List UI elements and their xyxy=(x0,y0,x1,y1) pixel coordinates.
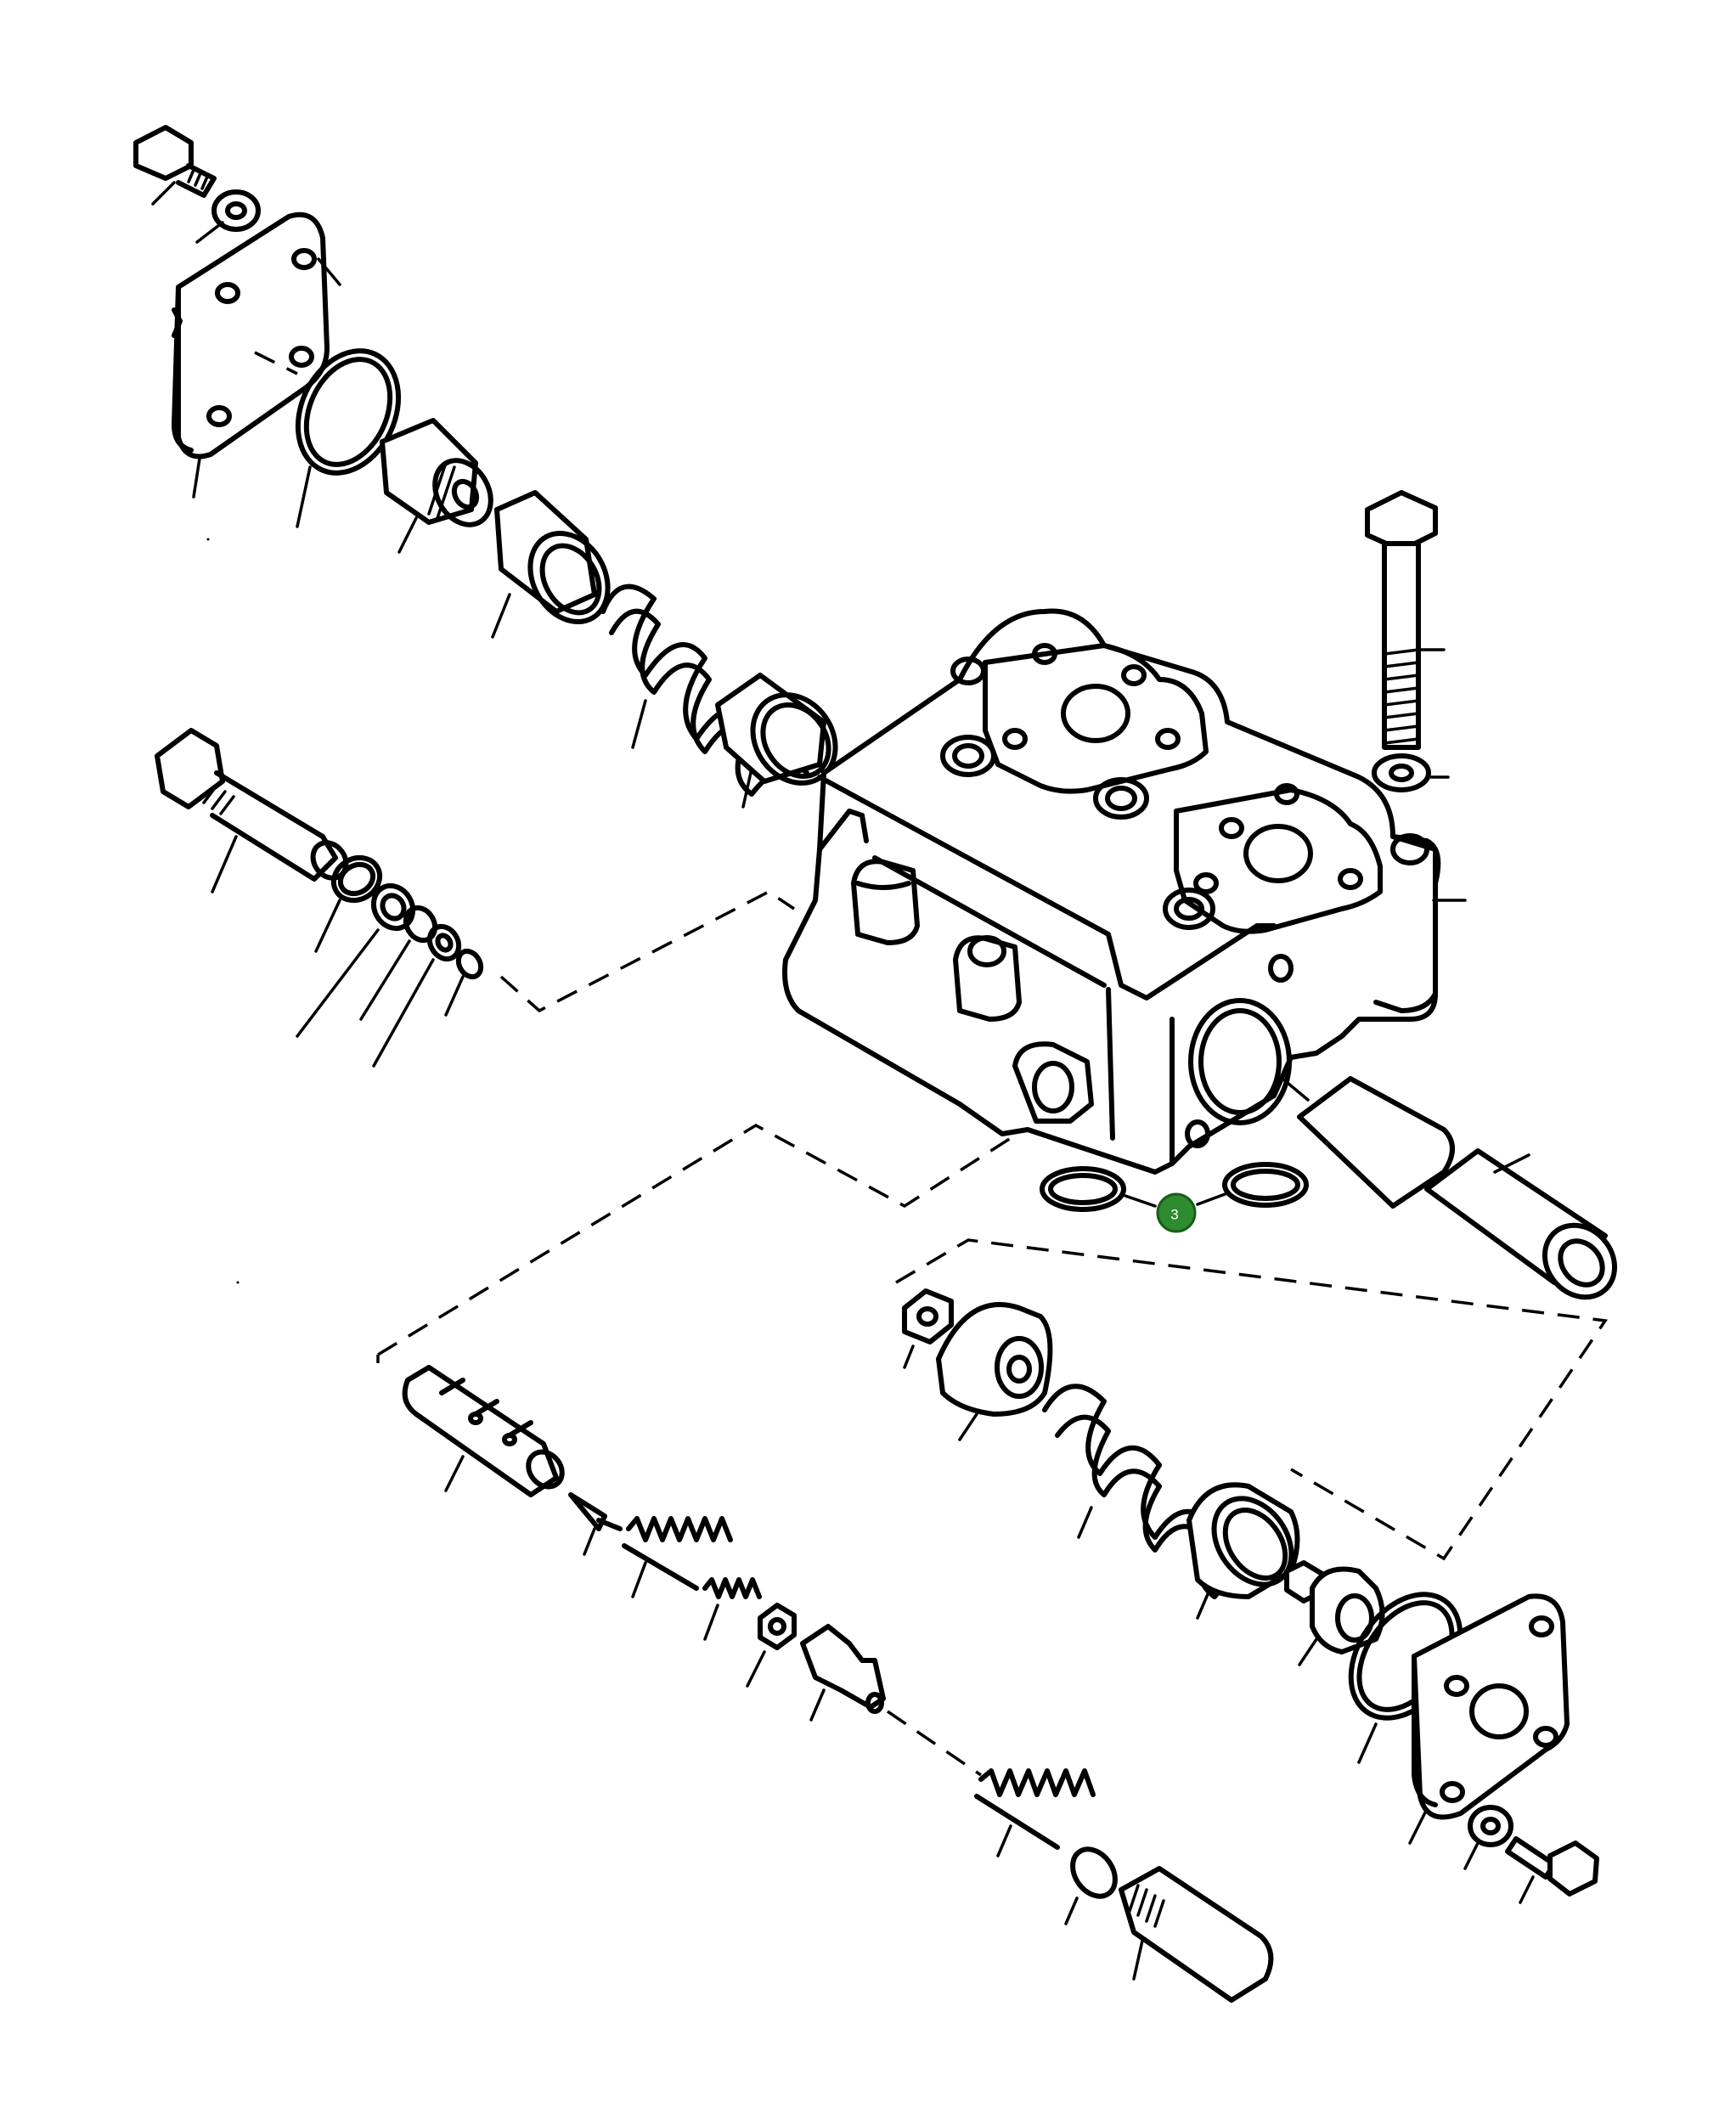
lower-spring-1-icon xyxy=(622,1516,733,1598)
top-left-piston-icon xyxy=(491,490,611,639)
lower-right-piston-icon xyxy=(936,1302,1053,1441)
lower-right-sleeve-icon xyxy=(1186,1482,1300,1620)
lower-spool-icon xyxy=(402,1365,565,1497)
left-o-ring-icon xyxy=(1040,1166,1126,1212)
long-bolt-washer-icon xyxy=(1372,753,1450,792)
top-left-o-ring-icon xyxy=(295,348,402,528)
top-left-end-cap-icon xyxy=(172,211,341,499)
lower-o-ring-icon xyxy=(1064,1846,1118,1925)
callout-label: 3 xyxy=(1170,1207,1178,1223)
lower-spring-2-icon xyxy=(702,1577,762,1641)
lower-plug-icon xyxy=(1119,1866,1274,2003)
left-spool-o-ring-3-icon xyxy=(444,948,484,1017)
lower-spool-pin-icon xyxy=(568,1492,623,1556)
left-spool-o-ring-1-icon xyxy=(314,854,383,953)
lower-right-nut-icon xyxy=(902,1288,954,1369)
long-bolt-icon xyxy=(1365,490,1446,750)
lower-right-bolt-icon xyxy=(1505,1836,1599,1904)
top-left-washer-icon xyxy=(195,189,261,244)
left-spool-plunger-icon xyxy=(155,728,349,893)
lower-right-washer-icon xyxy=(1463,1805,1513,1870)
o-ring-pair[interactable] xyxy=(1040,1162,1309,1212)
lower-spring-3-icon xyxy=(974,1768,1096,1857)
callout-marker[interactable]: 3 xyxy=(1156,1192,1197,1233)
top-left-plug-icon xyxy=(380,418,493,554)
top-left-sleeve-icon xyxy=(715,673,838,809)
left-spool-washer-2-icon xyxy=(372,923,462,1068)
lower-plunger-icon xyxy=(800,1624,886,1722)
right-o-ring-icon xyxy=(1222,1162,1309,1208)
lower-right-end-cap-icon xyxy=(1408,1593,1570,1845)
handle-sleeve-icon xyxy=(1297,1076,1618,1300)
valve-body-icon xyxy=(782,608,1441,1175)
top-left-spring-icon xyxy=(600,583,809,797)
left-spool-o-ring-2-icon xyxy=(359,905,438,1021)
top-left-bolt-icon xyxy=(133,125,217,206)
lower-nut-icon xyxy=(746,1603,797,1688)
